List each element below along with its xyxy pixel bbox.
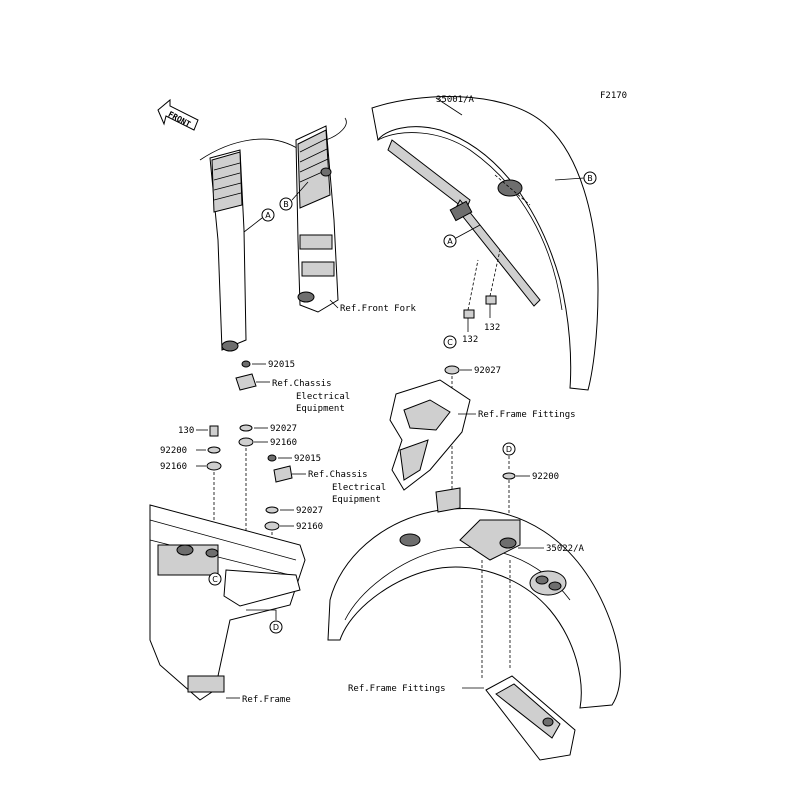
callout-b-fork: B (279, 181, 309, 211)
clip-chassis-b (273, 465, 306, 483)
svg-text:B: B (587, 174, 593, 183)
rear-fender (327, 487, 621, 709)
part-92160-b: 92160 (296, 522, 323, 532)
ref-chassis-a-l3: Equipment (296, 404, 345, 414)
part-130: 130 (178, 426, 194, 436)
washer-92027-mid (239, 424, 268, 432)
part-92200-right: 92200 (532, 472, 559, 482)
washer-92200-left (196, 446, 221, 454)
washer-92027-low (265, 506, 294, 514)
part-92160-a: 92160 (270, 438, 297, 448)
front-arrow-icon: FRONT (157, 98, 199, 131)
clip-chassis-a (235, 373, 270, 391)
svg-text:C: C (212, 575, 218, 584)
nut-92015-b (267, 454, 292, 462)
rear-lower-bracket (485, 675, 576, 761)
front-fork-left (199, 138, 301, 352)
callout-a-fender: A (443, 224, 481, 248)
part-92027-low: 92027 (296, 506, 323, 516)
figure-code: F2170 (600, 91, 627, 101)
callout-c-fender: C (443, 335, 457, 349)
ref-front-fork: Ref.Front Fork (340, 304, 416, 314)
part-92015-b: 92015 (294, 454, 321, 464)
part-92027-mid: 92027 (270, 424, 297, 434)
part-132-left: 132 (462, 335, 478, 345)
callout-a-fork: A (243, 208, 275, 233)
svg-text:A: A (447, 237, 453, 246)
part-92015-a: 92015 (268, 360, 295, 370)
part-92027-top: 92027 (474, 366, 501, 376)
svg-text:D: D (506, 445, 512, 454)
svg-text:D: D (273, 623, 279, 632)
front-fender (371, 96, 599, 391)
svg-text:A: A (265, 211, 271, 220)
ref-chassis-b-l2: Electrical (332, 483, 386, 493)
ref-frame: Ref.Frame (242, 695, 291, 705)
nut-92015-a (241, 360, 266, 368)
ref-frame-fittings-bottom: Ref.Frame Fittings (348, 684, 446, 694)
frame-section (149, 504, 306, 701)
ref-chassis-a-l2: Electrical (296, 392, 350, 402)
callout-d-frame: D (246, 609, 283, 634)
callout-b-fender: B (554, 171, 597, 185)
part-35001: 35001/A (436, 95, 475, 105)
part-132-right: 132 (484, 323, 500, 333)
callout-c-frame: C (208, 572, 222, 586)
washer-92200-right (502, 472, 530, 520)
ref-chassis-a-l1: Ref.Chassis (272, 379, 332, 389)
front-fork-right (295, 117, 347, 313)
bolt-132-left (463, 259, 479, 332)
part-35022: 35022/A (546, 544, 585, 554)
svg-text:B: B (283, 200, 289, 209)
svg-text:C: C (447, 338, 453, 347)
part-92200-left: 92200 (160, 446, 187, 456)
bolt-132-right (485, 249, 501, 318)
callout-d-top: D (502, 442, 516, 470)
part-92160-c: 92160 (160, 462, 187, 472)
ref-chassis-b-l3: Equipment (332, 495, 381, 505)
ref-chassis-b-l1: Ref.Chassis (308, 470, 368, 480)
ref-frame-fittings-top: Ref.Frame Fittings (478, 410, 576, 420)
grommet-92160-b (264, 521, 294, 590)
fender-bracket (389, 379, 471, 491)
bolt-130 (196, 425, 219, 437)
